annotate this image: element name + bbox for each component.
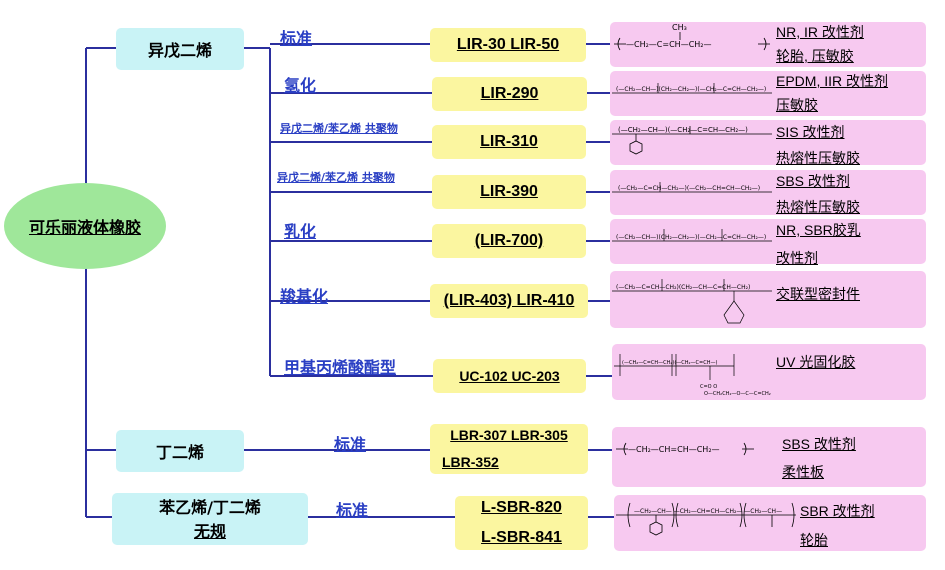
- application-text: UV 光固化胶: [776, 354, 856, 370]
- monomer-label: 苯乙烯/丁二烯: [159, 498, 261, 517]
- carboxylated-structure: (—CH₂—C=CH—CH₂)(CH₂—CH—C=CH—CH₂): [612, 279, 772, 324]
- modification-label: 异戊二烯/苯乙烯 共聚物: [277, 171, 395, 184]
- monomer-label: 异戊二烯: [147, 41, 212, 60]
- product-box: [610, 120, 926, 165]
- product-box: [612, 344, 926, 400]
- application-text: 交联型密封件: [776, 286, 860, 302]
- grade-code-box: LIR-390: [432, 175, 586, 209]
- grade-code-box: LIR-290: [432, 77, 587, 111]
- polybutadiene-structure: —CH₂—CH=CH—CH₂—: [616, 442, 754, 456]
- monomer-label: 丁二烯: [155, 443, 204, 462]
- modification-label: 标准: [280, 29, 313, 48]
- application-text: 轮胎: [800, 532, 828, 548]
- svg-text:(—CH₂—CH—)(—CH₂—C=CH—CH₂—): (—CH₂—CH—)(—CH₂—C=CH—CH₂—): [618, 126, 748, 134]
- grade-code: (LIR-700): [474, 232, 544, 249]
- application-text: 改性剂: [776, 250, 818, 266]
- modification-label: 羧基化: [280, 287, 329, 306]
- methacrylate-structure: (—CH₂—C=CH—CH₂)(—CH₂—C=CH—) C=O O O—CH₂C…: [614, 354, 771, 397]
- grade-code: LIR-390: [480, 183, 538, 200]
- isoprene-styrene-structure: (—CH₂—C=CH—CH₂—)(—CH₂—CH=CH—CH₂—): [612, 182, 772, 193]
- product-box: [610, 170, 926, 215]
- root-node: 可乐丽液体橡胶: [4, 183, 166, 269]
- isoprene-styrene-structure: (—CH₂—CH—)(—CH₂—C=CH—CH₂—): [612, 126, 772, 155]
- hydrogenated-structure: (—CH₂—CH—)(CH₂—CH₂—)(—CH₂—C=CH—CH₂—): [612, 83, 772, 94]
- grade-code: (LIR-403) LIR-410: [443, 292, 575, 309]
- svg-text:—CH₂—CH=CH—CH₂—: —CH₂—CH=CH—CH₂—: [628, 445, 720, 454]
- modification-label: 标准: [334, 435, 367, 454]
- application-text: SIS 改性剂: [776, 124, 845, 140]
- svg-text:C=O O: C=O O: [700, 384, 717, 390]
- grade-code-box: (LIR-403) LIR-410: [430, 284, 588, 318]
- grade-code-box: LBR-307 LBR-305 LBR-352: [430, 424, 588, 474]
- grade-code: LIR-310: [480, 133, 538, 150]
- sbr-structure: —CH₂—CH— —CH₂—CH=CH—CH₂— —CH₂—CH—: [616, 502, 796, 536]
- product-box: [610, 22, 926, 67]
- grade-code: UC-102 UC-203: [459, 367, 560, 384]
- modification-label: 异戊二烯/苯乙烯 共聚物: [280, 122, 398, 135]
- grade-code: LBR-352: [442, 454, 499, 470]
- polyisoprene-structure: —CH₂—C=CH—CH₂— CH₃: [614, 23, 770, 51]
- monomer-sbr: 苯乙烯/丁二烯 无规: [112, 493, 308, 545]
- product-box: [612, 427, 926, 487]
- grade-code: LBR-307 LBR-305: [450, 427, 568, 443]
- grade-code: LIR-30 LIR-50: [456, 36, 560, 53]
- modification-label: 标准: [336, 501, 369, 520]
- application-text: 柔性板: [782, 464, 824, 480]
- grade-code: LIR-290: [480, 85, 539, 102]
- modification-label: 氢化: [284, 76, 317, 95]
- monomer-label: 无规: [193, 522, 226, 541]
- grade-code-box: LIR-310: [432, 125, 586, 159]
- application-text: 热熔性压敏胶: [776, 150, 860, 166]
- svg-text:—CH₂—CH— —CH₂—CH=CH—CH₂— —CH: —CH₂—CH— —CH₂—CH=CH—CH₂— —CH₂—CH—: [634, 508, 782, 515]
- grade-code: L-SBR-820: [481, 499, 562, 516]
- svg-text:(—CH₂—CH—)(CH₂—CH₂—)(—CH₂—C=CH: (—CH₂—CH—)(CH₂—CH₂—)(—CH₂—C=CH—CH₂—): [616, 86, 766, 93]
- emulsion-structure: (—CH₂—CH—)(CH₂—CH₂—)(—CH₂—C=CH—CH₂—): [612, 229, 772, 242]
- application-text: 轮胎, 压敏胶: [776, 48, 854, 64]
- application-text: 热熔性压敏胶: [776, 199, 860, 215]
- grade-code-box: LIR-30 LIR-50: [430, 28, 586, 62]
- svg-text:O—CH₂CH₂—O—C—C=CH₂: O—CH₂CH₂—O—C—C=CH₂: [704, 391, 771, 397]
- grade-code: L-SBR-841: [481, 529, 562, 546]
- application-text: NR, IR 改性剂: [776, 24, 864, 40]
- svg-text:(—CH₂—C=CH—CH₂)(—CH₂—C=CH—): (—CH₂—C=CH—CH₂)(—CH₂—C=CH—): [622, 360, 717, 366]
- product-box: [610, 219, 926, 264]
- modification-label: 乳化: [284, 222, 317, 241]
- grade-code-box: L-SBR-820 L-SBR-841: [455, 496, 588, 550]
- monomer-butadiene: 丁二烯: [116, 430, 244, 472]
- product-box: [610, 71, 926, 116]
- application-text: SBS 改性剂: [782, 436, 856, 452]
- modification-label: 甲基丙烯酸酯型: [284, 358, 397, 377]
- svg-text:(—CH₂—CH—)(CH₂—CH₂—)(—CH₂—C=CH: (—CH₂—CH—)(CH₂—CH₂—)(—CH₂—C=CH—CH₂—): [616, 234, 766, 241]
- application-text: EPDM, IIR 改性剂: [776, 73, 889, 89]
- svg-text:—CH₂—C=CH—CH₂—: —CH₂—C=CH—CH₂—: [626, 40, 712, 49]
- grade-code-box: UC-102 UC-203: [433, 359, 586, 393]
- svg-text:CH₃: CH₃: [672, 23, 687, 32]
- svg-text:(—CH₂—C=CH—CH₂—)(—CH₂—CH=CH—CH: (—CH₂—C=CH—CH₂—)(—CH₂—CH=CH—CH₂—): [618, 185, 760, 192]
- product-box: [614, 495, 926, 551]
- application-text: SBS 改性剂: [776, 173, 850, 189]
- application-text: SBR 改性剂: [800, 503, 875, 519]
- svg-text:(—CH₂—C=CH—CH₂)(CH₂—CH—C=CH—CH: (—CH₂—C=CH—CH₂)(CH₂—CH—C=CH—CH₂): [616, 284, 750, 291]
- root-label: 可乐丽液体橡胶: [28, 218, 141, 237]
- application-text: 压敏胶: [776, 97, 818, 113]
- product-box: [610, 271, 926, 328]
- monomer-isoprene: 异戊二烯: [116, 28, 244, 70]
- application-text: NR, SBR胶乳: [776, 222, 861, 238]
- grade-code-box: (LIR-700): [432, 224, 586, 258]
